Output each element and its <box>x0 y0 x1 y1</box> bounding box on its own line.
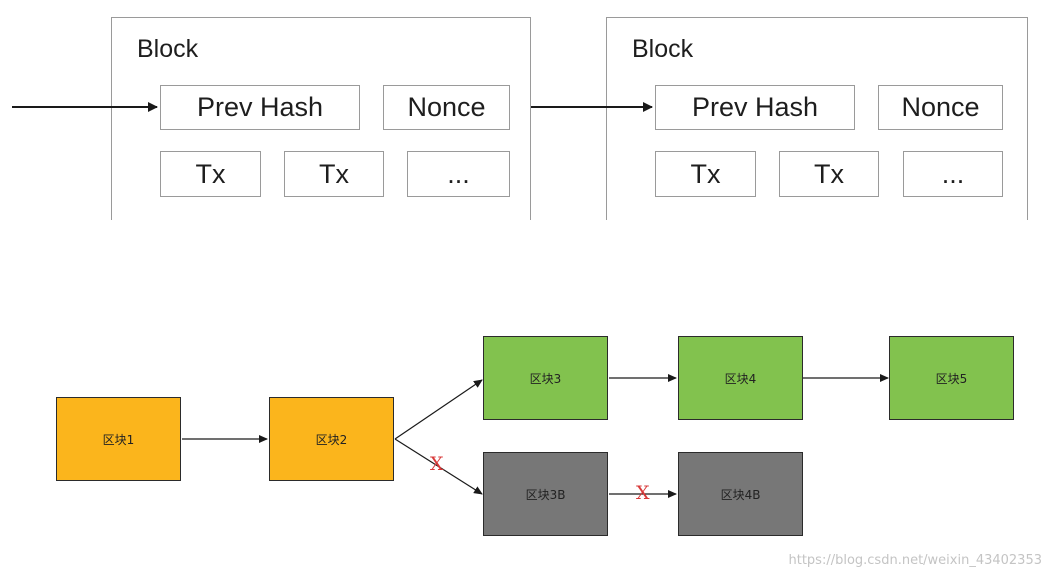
block-1-nonce-field: Nonce <box>383 85 510 130</box>
block-node-3: 区块3 <box>483 336 608 420</box>
block-2-tx-field-2: Tx <box>779 151 879 197</box>
block-1-title: Block <box>137 35 199 63</box>
block-2-prev-hash-field: Prev Hash <box>655 85 855 130</box>
block-2-tx-field-1: Tx <box>655 151 756 197</box>
block-node-2: 区块2 <box>269 397 394 481</box>
watermark-url: https://blog.csdn.net/weixin_43402353 <box>788 553 1042 568</box>
arrow-block2-to-block3b <box>394 438 483 495</box>
block-node-3b: 区块3B <box>483 452 608 536</box>
block-node-5: 区块5 <box>889 336 1014 420</box>
block-2-nonce-field: Nonce <box>878 85 1003 130</box>
block-node-4: 区块4 <box>678 336 803 420</box>
block-node-4b: 区块4B <box>678 452 803 536</box>
block-1-ellipsis-field: ... <box>407 151 510 197</box>
invalid-mark-fork-chain: X <box>636 482 650 504</box>
invalid-mark-fork: X <box>430 453 444 475</box>
block-node-1: 区块1 <box>56 397 181 481</box>
block-1-tx-field-1: Tx <box>160 151 261 197</box>
arrow-block2-to-block3 <box>394 379 483 440</box>
block-1-tx-field-2: Tx <box>284 151 384 197</box>
block-2-title: Block <box>632 35 694 63</box>
block-1-prev-hash-field: Prev Hash <box>160 85 360 130</box>
block-2-ellipsis-field: ... <box>903 151 1003 197</box>
